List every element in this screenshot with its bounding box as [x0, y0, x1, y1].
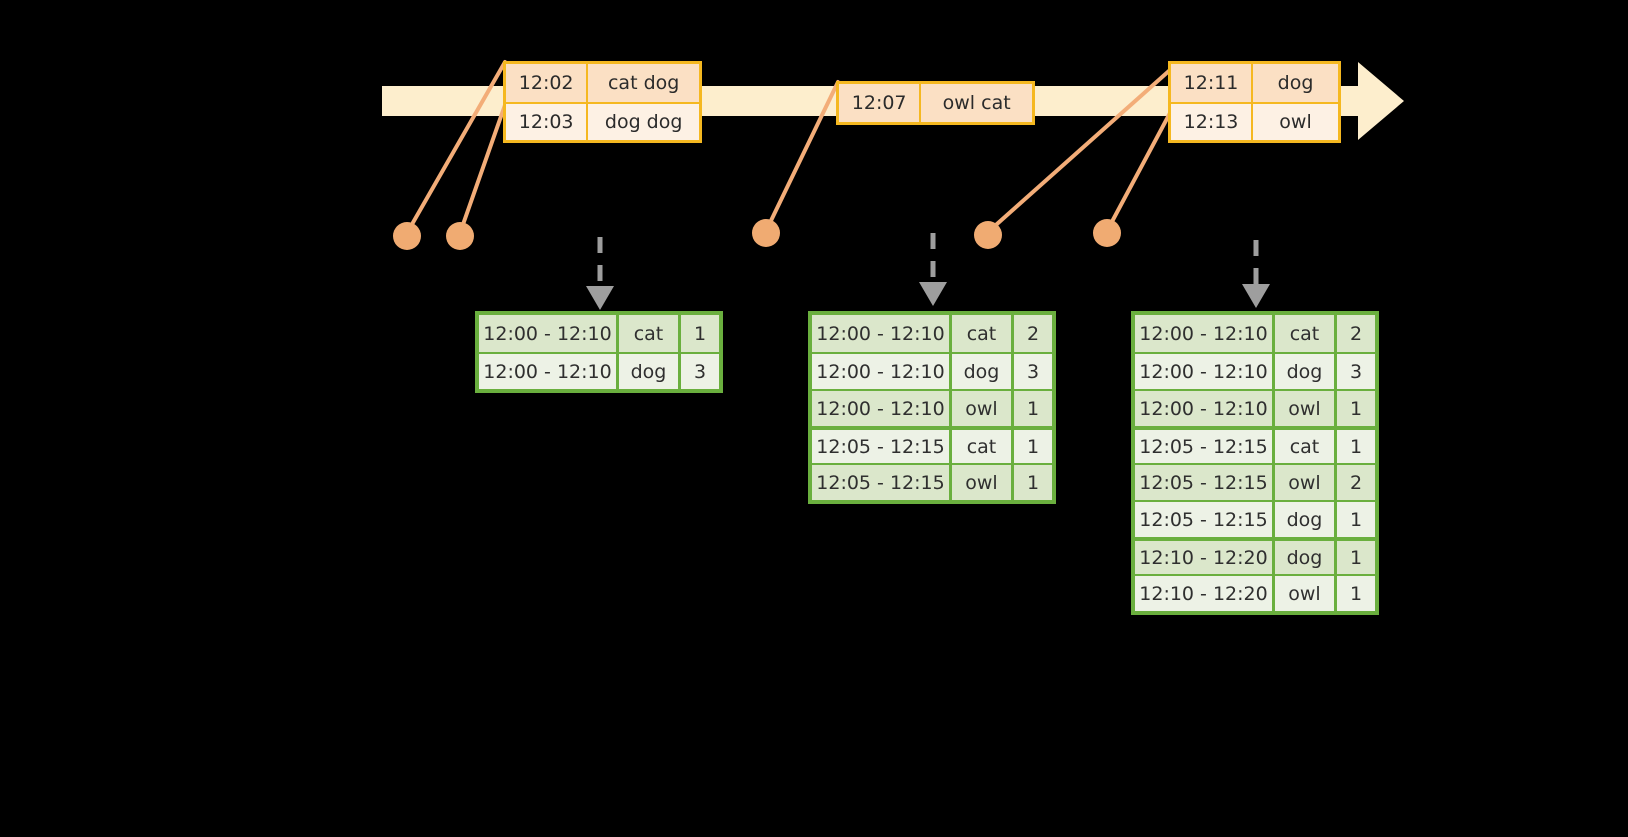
connector-line-5: [1105, 111, 1172, 233]
event-words: owl cat: [921, 84, 1032, 122]
cell-count: 1: [1014, 465, 1052, 500]
cell-window: 12:00 - 12:10: [479, 354, 619, 389]
cell-window: 12:10 - 12:20: [1135, 541, 1275, 574]
cell-count: 1: [1337, 391, 1375, 426]
cell-window: 12:00 - 12:10: [479, 315, 619, 352]
cell-count: 3: [1337, 354, 1375, 389]
table-row[interactable]: 12:05 - 12:15 dog 1: [1135, 500, 1375, 537]
cell-word: owl: [952, 465, 1014, 500]
cell-count: 1: [1014, 391, 1052, 426]
event-words: owl: [1253, 104, 1338, 140]
cell-count: 1: [681, 315, 719, 352]
cell-word: owl: [1275, 576, 1337, 611]
cell-word: cat: [952, 315, 1014, 352]
table-row[interactable]: 12:00 - 12:10 owl 1: [812, 389, 1052, 426]
cell-count: 1: [1337, 430, 1375, 463]
cell-window: 12:00 - 12:10: [812, 391, 952, 426]
cell-window: 12:05 - 12:15: [1135, 465, 1275, 500]
event-row[interactable]: 12:02 cat dog: [506, 64, 699, 102]
table-row[interactable]: 12:00 - 12:10 cat 2: [1135, 315, 1375, 352]
dot-3: [752, 219, 780, 247]
cell-word: cat: [952, 430, 1014, 463]
event-words: dog: [1253, 64, 1338, 102]
event-time: 12:07: [839, 84, 922, 122]
result-table-3[interactable]: 12:00 - 12:10 cat 2 12:00 - 12:10 dog 3 …: [1131, 311, 1379, 615]
dot-1: [393, 222, 421, 250]
cell-count: 1: [1337, 576, 1375, 611]
table-row[interactable]: 12:10 - 12:20 owl 1: [1135, 574, 1375, 611]
event-words: dog dog: [588, 104, 699, 140]
cell-window: 12:00 - 12:10: [812, 315, 952, 352]
event-words: cat dog: [588, 64, 699, 102]
dashed-arrow-3-head: [1242, 284, 1270, 308]
table-row[interactable]: 12:00 - 12:10 cat 1: [479, 315, 719, 352]
cell-count: 1: [1014, 430, 1052, 463]
cell-window: 12:05 - 12:15: [812, 430, 952, 463]
cell-window: 12:00 - 12:10: [1135, 354, 1275, 389]
cell-count: 3: [681, 354, 719, 389]
cell-window: 12:05 - 12:15: [1135, 502, 1275, 537]
table-row[interactable]: 12:05 - 12:15 owl 2: [1135, 463, 1375, 500]
table-row[interactable]: 12:00 - 12:10 dog 3: [479, 352, 719, 389]
cell-count: 1: [1337, 502, 1375, 537]
table-row[interactable]: 12:05 - 12:15 cat 1: [812, 426, 1052, 463]
table-row[interactable]: 12:00 - 12:10 cat 2: [812, 315, 1052, 352]
cell-word: owl: [952, 391, 1014, 426]
cell-count: 2: [1337, 315, 1375, 352]
event-time: 12:13: [1171, 104, 1254, 140]
cell-count: 2: [1014, 315, 1052, 352]
connector-line-2: [458, 103, 507, 235]
table-row[interactable]: 12:00 - 12:10 dog 3: [812, 352, 1052, 389]
dashed-arrow-heads: [586, 282, 1270, 310]
dot-4: [974, 221, 1002, 249]
cell-word: dog: [952, 354, 1014, 389]
event-box-group-1[interactable]: 12:02 cat dog 12:03 dog dog: [503, 61, 702, 143]
event-box-group-3[interactable]: 12:11 dog 12:13 owl: [1168, 61, 1341, 143]
event-row[interactable]: 12:13 owl: [1171, 102, 1338, 140]
cell-word: dog: [1275, 541, 1337, 574]
event-box-group-2[interactable]: 12:07 owl cat: [836, 81, 1035, 125]
emission-dots: [393, 219, 1121, 250]
cell-word: owl: [1275, 465, 1337, 500]
dot-2: [446, 222, 474, 250]
event-row[interactable]: 12:11 dog: [1171, 64, 1338, 102]
cell-window: 12:00 - 12:10: [1135, 391, 1275, 426]
event-time: 12:02: [506, 64, 589, 102]
dashed-arrow-1-head: [586, 286, 614, 310]
table-row[interactable]: 12:00 - 12:10 owl 1: [1135, 389, 1375, 426]
connector-line-3: [764, 80, 840, 233]
cell-word: dog: [1275, 354, 1337, 389]
cell-word: cat: [619, 315, 681, 352]
cell-word: cat: [1275, 430, 1337, 463]
cell-count: 2: [1337, 465, 1375, 500]
cell-word: dog: [619, 354, 681, 389]
table-row[interactable]: 12:05 - 12:15 owl 1: [812, 463, 1052, 500]
table-row[interactable]: 12:10 - 12:20 dog 1: [1135, 537, 1375, 574]
event-row[interactable]: 12:03 dog dog: [506, 102, 699, 140]
cell-window: 12:00 - 12:10: [812, 354, 952, 389]
table-row[interactable]: 12:05 - 12:15 cat 1: [1135, 426, 1375, 463]
cell-window: 12:10 - 12:20: [1135, 576, 1275, 611]
event-row[interactable]: 12:07 owl cat: [839, 84, 1032, 122]
cell-count: 1: [1337, 541, 1375, 574]
cell-word: dog: [1275, 502, 1337, 537]
result-table-1[interactable]: 12:00 - 12:10 cat 1 12:00 - 12:10 dog 3: [475, 311, 723, 393]
dot-5: [1093, 219, 1121, 247]
dashed-arrows: [597, 233, 1259, 288]
dashed-arrow-2-head: [919, 282, 947, 306]
cell-window: 12:05 - 12:15: [1135, 430, 1275, 463]
cell-window: 12:00 - 12:10: [1135, 315, 1275, 352]
cell-window: 12:05 - 12:15: [812, 465, 952, 500]
event-time: 12:03: [506, 104, 589, 140]
table-row[interactable]: 12:00 - 12:10 dog 3: [1135, 352, 1375, 389]
cell-word: owl: [1275, 391, 1337, 426]
cell-word: cat: [1275, 315, 1337, 352]
connector-line-1: [405, 60, 507, 235]
result-table-2[interactable]: 12:00 - 12:10 cat 2 12:00 - 12:10 dog 3 …: [808, 311, 1056, 504]
cell-count: 3: [1014, 354, 1052, 389]
event-time: 12:11: [1171, 64, 1254, 102]
